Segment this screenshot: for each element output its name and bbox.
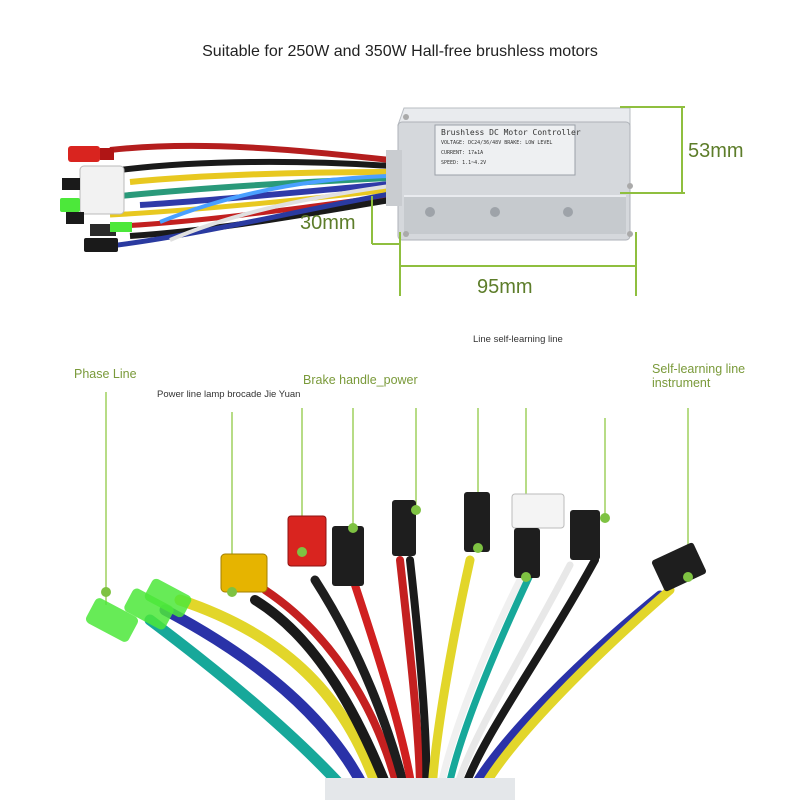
phase-connectors [85, 578, 192, 642]
callout-self-learning-instrument-1: Self-learning line [652, 362, 746, 376]
controller-label-line1: Brushless DC Motor Controller [441, 128, 581, 137]
dimension-length: 95mm [477, 276, 533, 298]
callout-phase-line: Phase Line [74, 367, 137, 381]
controller-edge [325, 778, 515, 800]
brake-connector [287, 515, 327, 567]
dimension-depth: 30mm [300, 212, 356, 234]
controller-label-line2: VOLTAGE: DC24/36/48V BRAKE: LOW LEVEL [441, 140, 553, 146]
lower-wire-bundle [144, 555, 675, 796]
upper-wire-bundle [109, 142, 391, 249]
brake-power-connector [332, 526, 364, 586]
callout-self-learning-top: Line self-learning line [473, 334, 563, 345]
upper-connectors [60, 146, 132, 252]
dimension-height: 53mm [688, 140, 744, 162]
controller-box-icon [386, 107, 633, 241]
white-connector [511, 493, 565, 529]
callout-brake-power: Brake handle_power [303, 373, 418, 387]
callout-power-line: Power line lamp brocade Jie Yuan [157, 389, 301, 400]
callout-self-learning-instrument-2: instrument [652, 376, 711, 390]
dimension-lines [371, 106, 685, 296]
power-connector [220, 553, 268, 593]
page-title: Suitable for 250W and 350W Hall-free bru… [202, 43, 598, 60]
callout-lines [105, 392, 689, 605]
controller-label-line3: CURRENT: 17±1A [441, 150, 484, 156]
controller-label-line4: SPEED: 1.1~4.2V [441, 160, 487, 166]
callout-dots [101, 505, 693, 597]
controller-label: Brushless DC Motor Controller VOLTAGE: D… [441, 128, 581, 168]
